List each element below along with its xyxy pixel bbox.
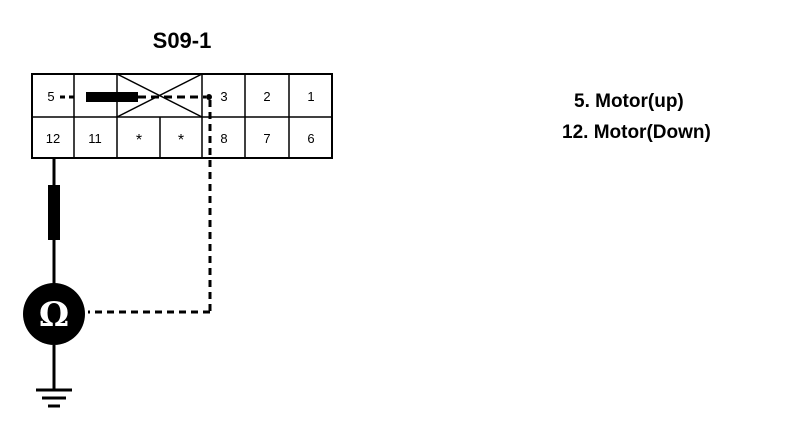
pin-3-contact <box>206 94 212 100</box>
pin-label: 8 <box>220 131 227 146</box>
probe-lead <box>48 185 60 240</box>
pin-label: 3 <box>220 89 227 104</box>
jumper-wire-heavy <box>86 92 138 102</box>
legend-item: 5. Motor(up) <box>574 91 684 112</box>
pin-label: * <box>178 132 184 149</box>
pin-label: 12 <box>46 131 60 146</box>
pin-label: 11 <box>88 131 102 146</box>
pin-label: 2 <box>263 89 270 104</box>
pin-label: 1 <box>307 89 314 104</box>
ohm-symbol: Ω <box>39 295 69 335</box>
ohmmeter-icon <box>23 283 85 345</box>
blank-cavity-cross <box>116 73 203 118</box>
connector-title: S09-1 <box>153 28 212 53</box>
pin-label: 7 <box>263 131 270 146</box>
connector-body <box>31 73 333 159</box>
pin-label: 6 <box>307 131 314 146</box>
pin-label: 5 <box>47 89 54 104</box>
pin-label: * <box>136 132 142 149</box>
legend-item: 12. Motor(Down) <box>562 122 711 143</box>
